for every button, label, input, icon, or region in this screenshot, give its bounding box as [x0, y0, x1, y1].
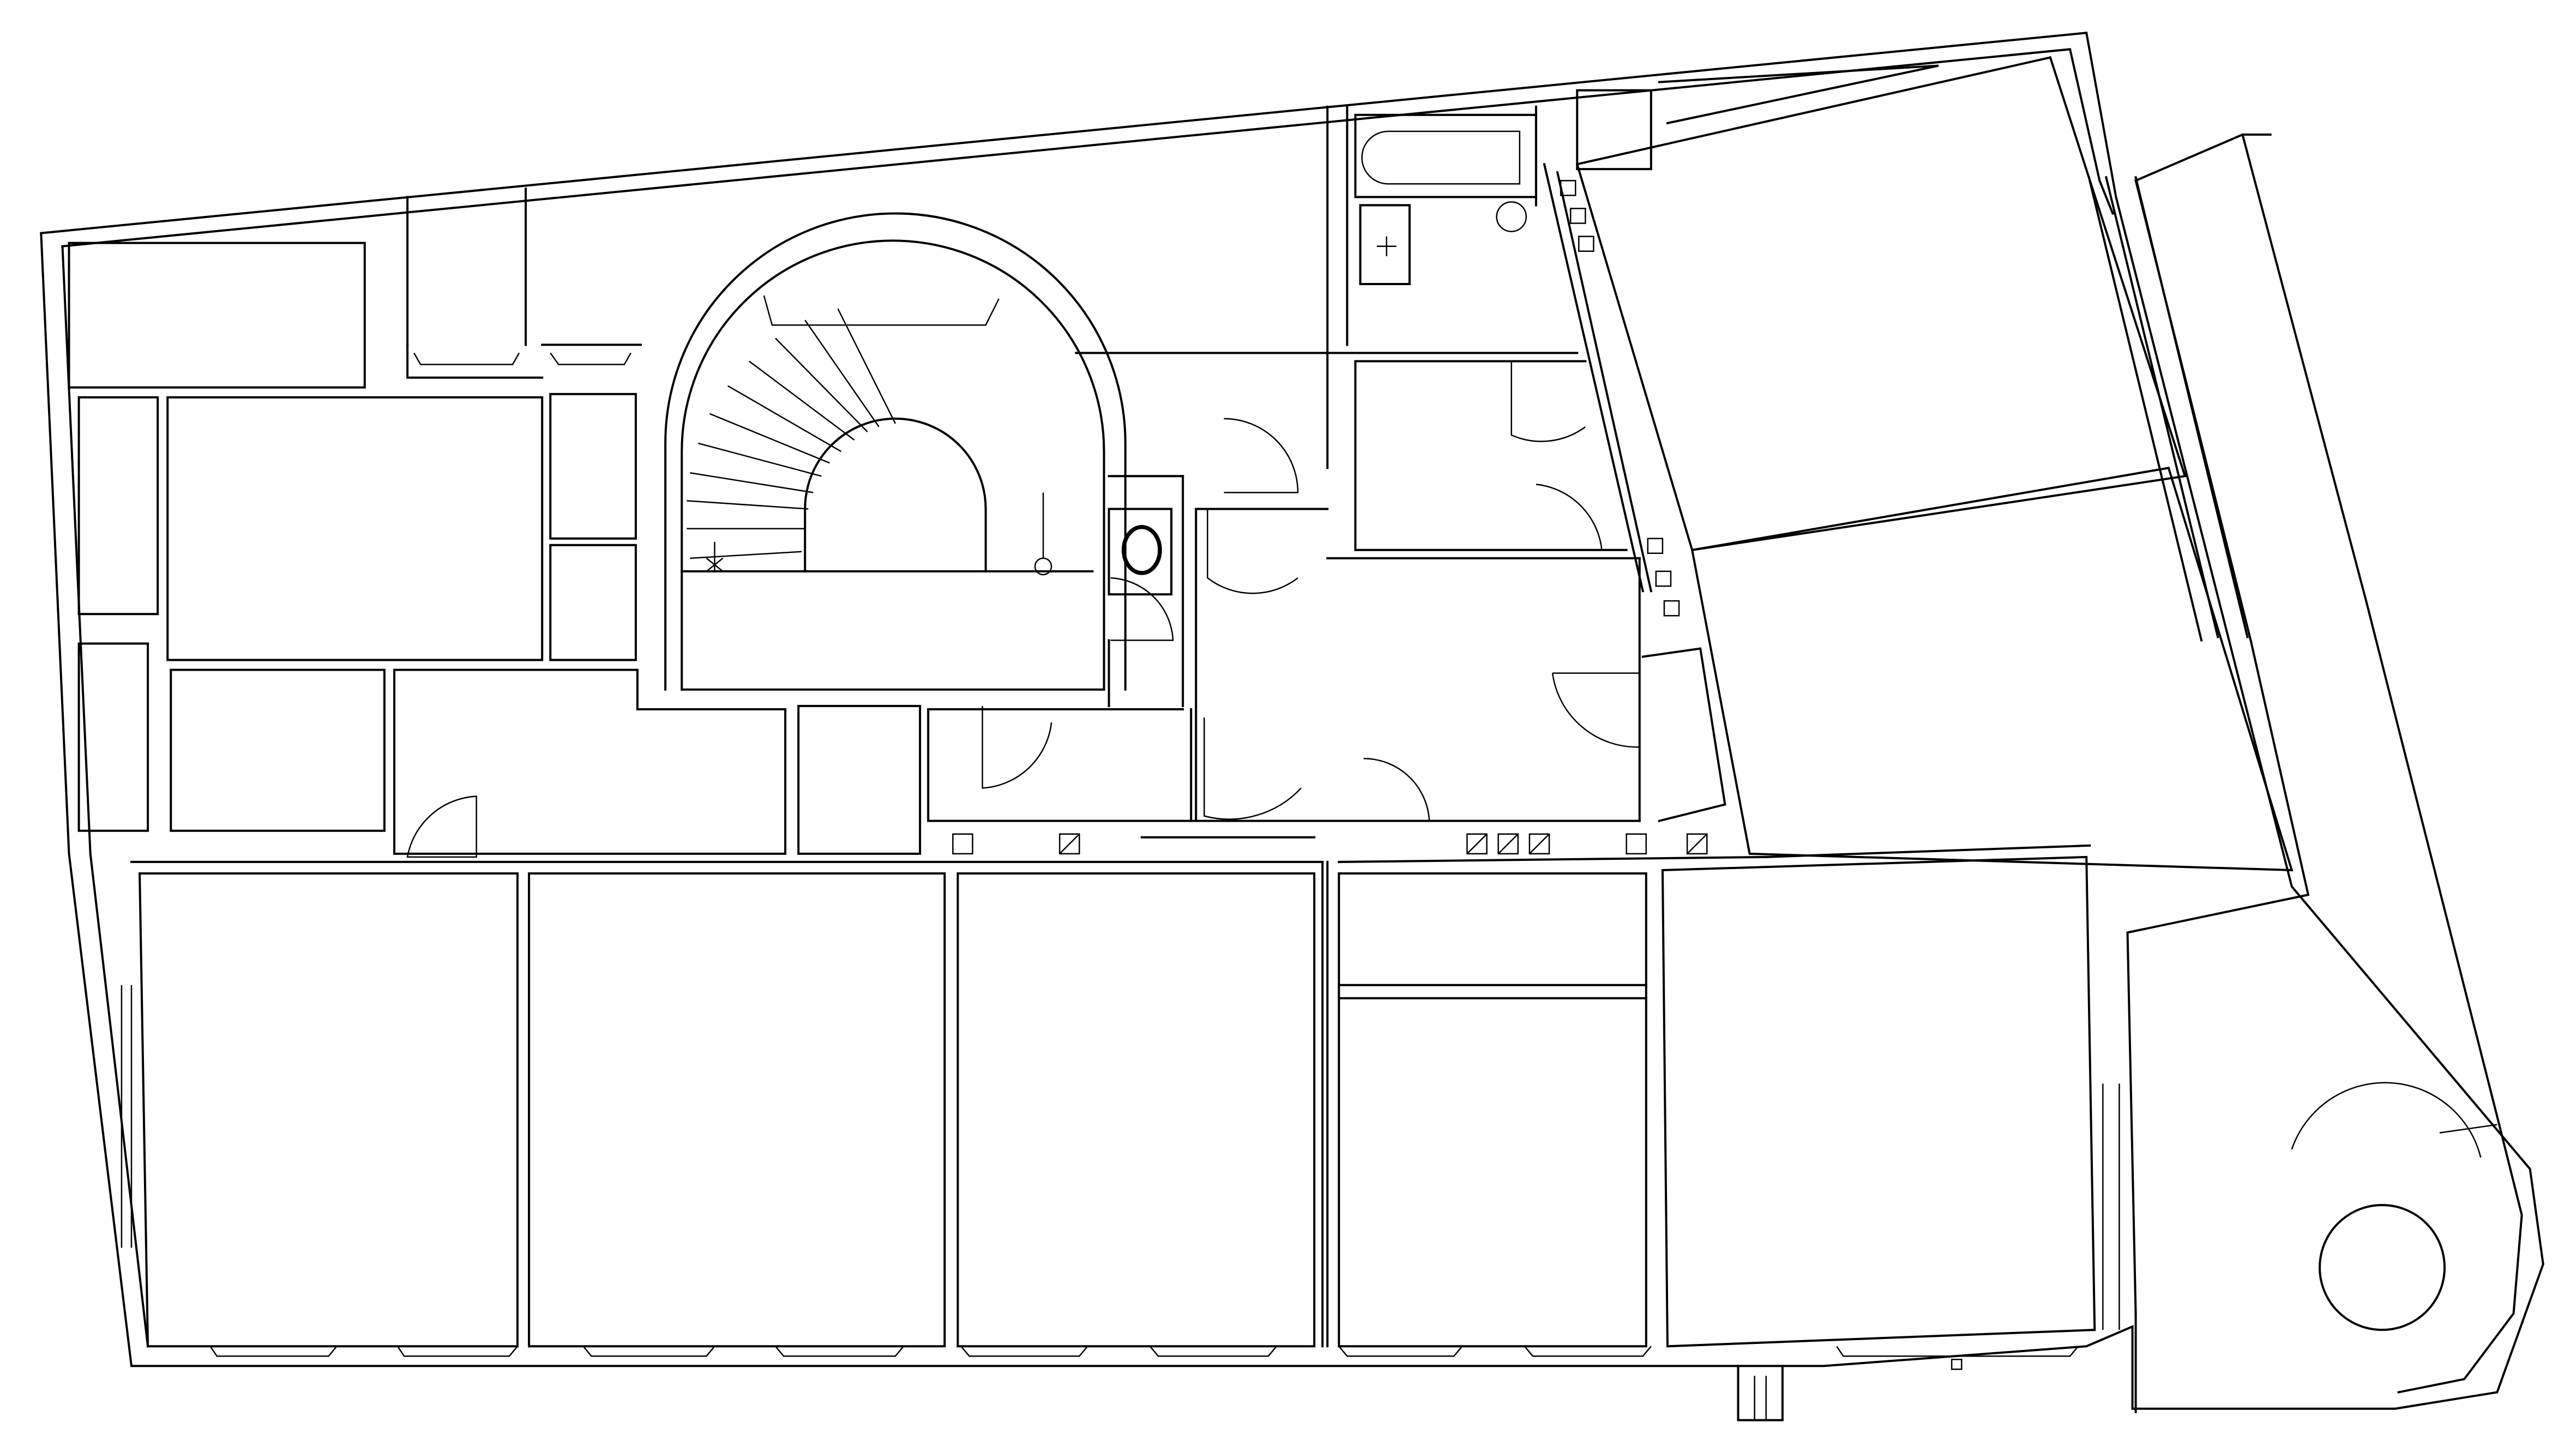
spiral-staircase: [665, 213, 1126, 689]
bottom-windows: [210, 1346, 2079, 1369]
door-swings: [407, 361, 1640, 857]
right-wing: [1544, 57, 2292, 870]
top-windows: [414, 353, 631, 364]
central-rooms: [928, 107, 1640, 821]
lower-rooms: [122, 837, 2120, 1347]
outer-wall: [41, 33, 2543, 1420]
corner-round-feature: [2292, 1083, 2497, 1330]
vent-symbols: [953, 834, 1707, 854]
upper-left-rooms: [69, 189, 920, 854]
